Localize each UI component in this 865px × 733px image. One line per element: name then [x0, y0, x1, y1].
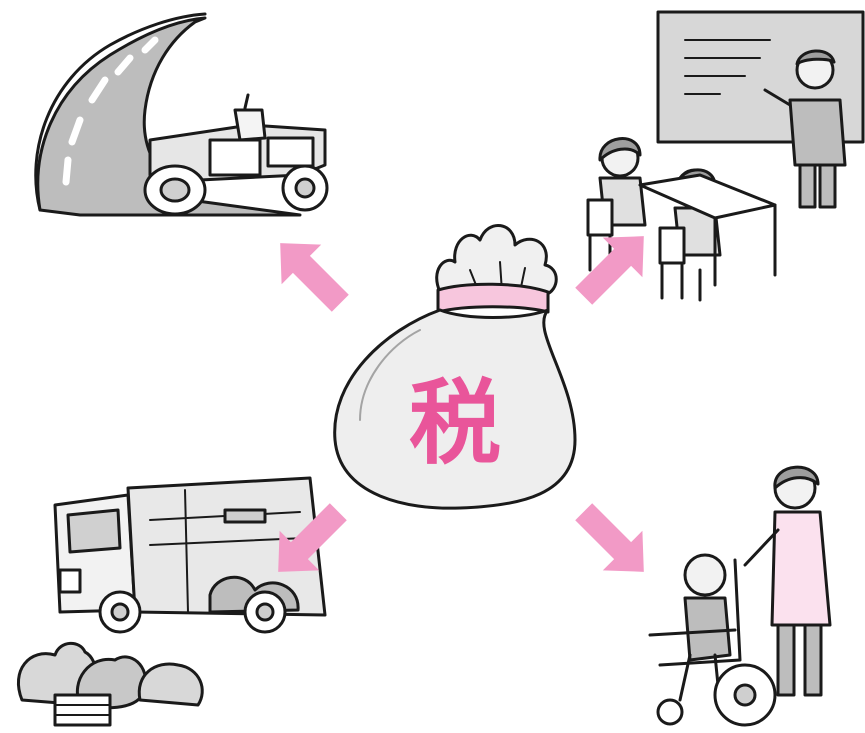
- arrow-to-road: [260, 223, 360, 323]
- caregiver-figure: [745, 467, 830, 695]
- road-roller-icon: [36, 14, 327, 215]
- wheelchair-care-icon: [650, 467, 830, 725]
- tax-label: 税: [409, 370, 501, 477]
- garbage-bags-icon: [18, 643, 202, 725]
- money-bag-icon: 税: [335, 225, 575, 508]
- arrow-to-care: [564, 492, 664, 592]
- arrow-to-school: [564, 216, 664, 316]
